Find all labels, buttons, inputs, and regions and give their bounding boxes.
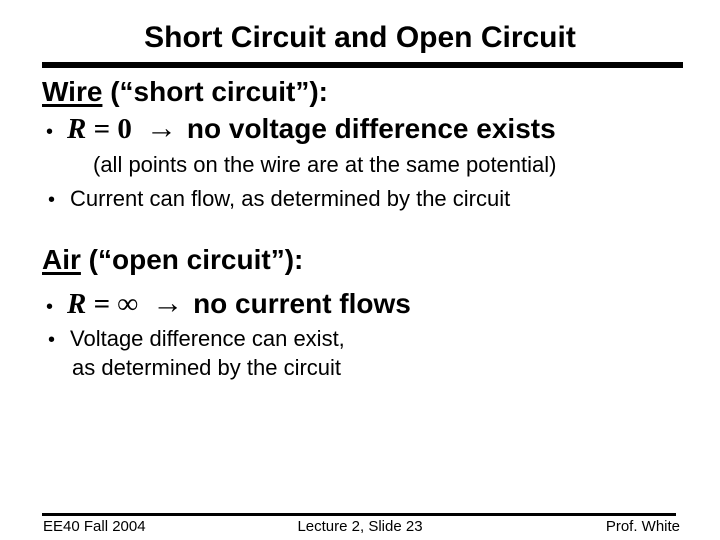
air-term-suffix: (“open circuit”): bbox=[80, 244, 304, 275]
footer-course: EE40 Fall 2004 bbox=[43, 518, 146, 535]
equation-value: = 0 bbox=[86, 113, 132, 145]
resistance-variable: R bbox=[67, 288, 87, 320]
footer-author: Prof. White bbox=[605, 518, 680, 535]
bullet-glyph: • bbox=[46, 296, 54, 318]
resistance-variable: R bbox=[67, 113, 87, 145]
bullet-glyph: • bbox=[48, 329, 56, 351]
right-arrow-icon: → bbox=[152, 285, 184, 320]
slide-title: Short Circuit and Open Circuit bbox=[144, 21, 576, 54]
title-divider-rule bbox=[42, 62, 683, 68]
wire-bullet-bold-text: no voltage difference exists bbox=[186, 113, 556, 144]
wire-bullet-current-text: Current can flow, as determined by the c… bbox=[70, 186, 511, 211]
wire-term: Wire bbox=[42, 76, 103, 107]
air-bullet-equation: • R = ∞ → no current flows bbox=[46, 287, 411, 323]
air-section-heading: Air (“open circuit”): bbox=[42, 244, 303, 276]
bullet-glyph: • bbox=[48, 189, 56, 211]
footer-slide-reference: Lecture 2, Slide 23 bbox=[297, 518, 423, 535]
air-bullet-voltage-line1: Voltage difference can exist, bbox=[70, 326, 345, 351]
footer-divider-rule bbox=[42, 513, 676, 516]
bullet-glyph: • bbox=[46, 121, 54, 143]
wire-section-heading: Wire (“short circuit”): bbox=[42, 76, 328, 108]
air-bullet-voltage-line2: as determined by the circuit bbox=[72, 355, 342, 380]
wire-bullet-current: • Current can flow, as determined by the … bbox=[48, 186, 510, 213]
wire-bullet-equation: • R = 0 → no voltage difference exists bbox=[46, 112, 556, 148]
air-bullet-bold-text: no current flows bbox=[193, 288, 411, 319]
wire-term-suffix: (“short circuit”): bbox=[102, 76, 328, 107]
air-term: Air bbox=[42, 244, 81, 275]
wire-note-line: (all points on the wire are at the same … bbox=[93, 152, 557, 177]
right-arrow-icon: → bbox=[145, 110, 177, 145]
air-bullet-voltage: • Voltage difference can exist, bbox=[48, 326, 345, 353]
equation-value: = ∞ bbox=[86, 288, 139, 320]
